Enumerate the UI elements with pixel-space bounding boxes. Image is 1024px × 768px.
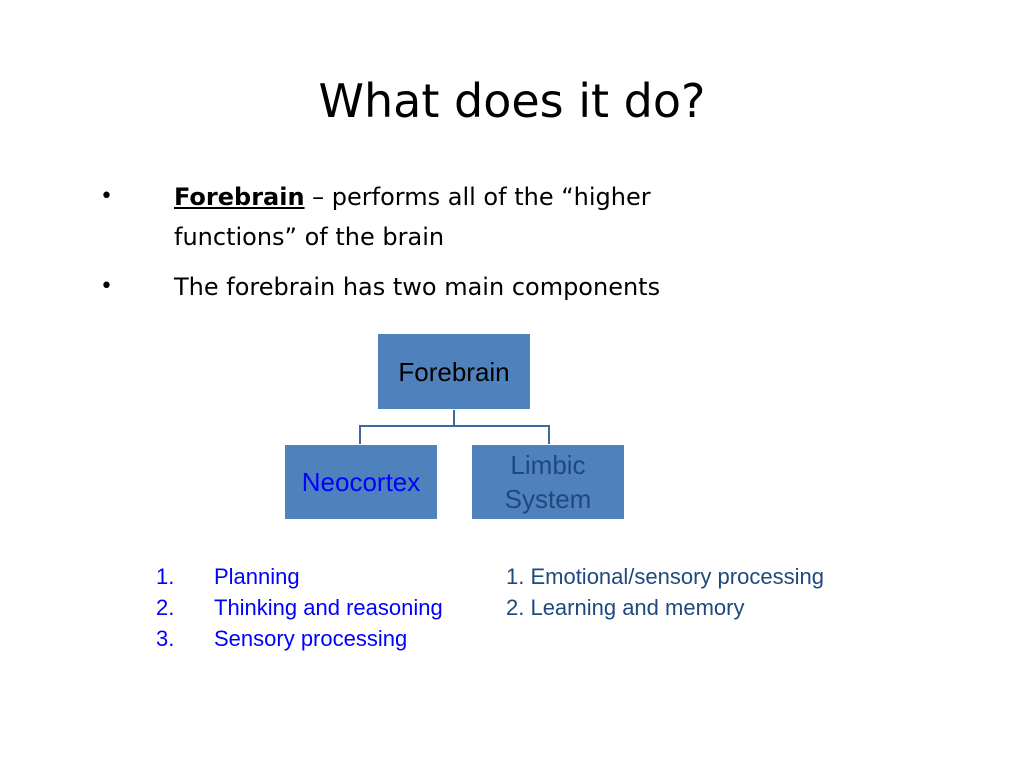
keyword-forebrain: Forebrain <box>174 183 305 211</box>
list-item-number: 1. <box>156 564 175 589</box>
bullet-text: The forebrain has two main components <box>174 273 661 301</box>
bullet-text-line2: functions” of the brain <box>174 223 445 251</box>
root-box-forebrain: Forebrain <box>377 333 531 410</box>
connector-vertical-root <box>453 410 455 426</box>
connector-vertical-left <box>359 425 361 444</box>
bullet-text-line1: – performs all of the “higher <box>304 183 651 211</box>
list-item-text: Planning <box>214 564 300 589</box>
list-item-number: 2. <box>156 595 175 620</box>
bullet-marker: • <box>100 274 113 299</box>
child-box-label: Limbic System <box>504 450 592 514</box>
slide-title: What does it do? <box>318 74 706 128</box>
child-box-neocortex: Neocortex <box>284 444 438 520</box>
list-item-text: Thinking and reasoning <box>214 595 443 620</box>
bullet-components: • The forebrain has two main components <box>0 267 1024 307</box>
child-box-limbic-system: Limbic System <box>471 444 625 520</box>
root-box-label: Forebrain <box>398 356 510 387</box>
list-item: 3. Sensory processing <box>156 623 496 654</box>
list-item-text: Sensory processing <box>214 626 408 651</box>
list-item: 2. Thinking and reasoning <box>156 592 496 623</box>
bullet-text: Forebrain – performs all of the “higher … <box>174 177 774 257</box>
list-item: 1. Emotional/sensory processing <box>506 564 824 589</box>
connector-horizontal <box>359 425 550 427</box>
list-item: 2. Learning and memory <box>506 595 745 620</box>
bullet-marker: • <box>100 184 113 209</box>
limbic-functions-list: 1. Emotional/sensory processing 2. Learn… <box>506 561 906 623</box>
bullet-forebrain: • Forebrain – performs all of the “highe… <box>0 177 1024 257</box>
child-box-label: Neocortex <box>301 467 421 497</box>
list-item: 1. Planning <box>156 561 496 592</box>
list-item-number: 3. <box>156 626 175 651</box>
neocortex-functions-list: 1. Planning 2. Thinking and reasoning 3.… <box>156 561 496 654</box>
connector-vertical-right <box>548 425 550 444</box>
